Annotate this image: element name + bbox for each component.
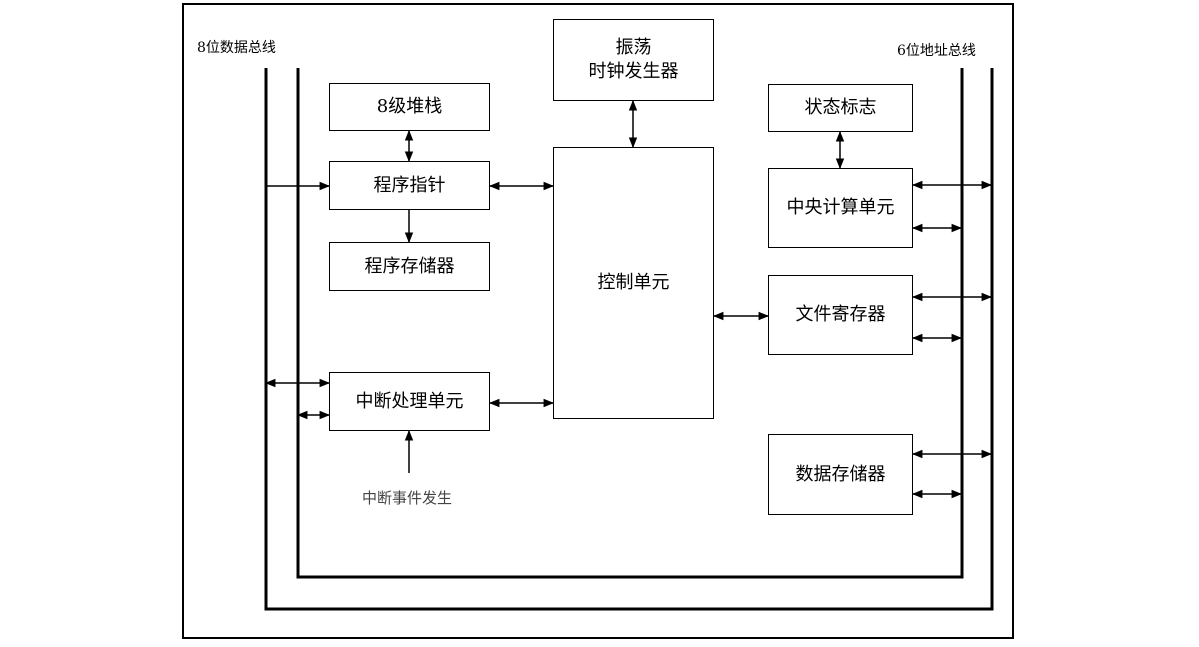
program-counter-label: 程序指针 — [373, 174, 446, 196]
data-memory-block: 数据存储器 — [768, 434, 913, 515]
program-memory-block: 程序存储器 — [329, 242, 490, 291]
oscillator-block: 振荡 时钟发生器 — [553, 19, 714, 101]
oscillator-label-line2: 时钟发生器 — [588, 61, 679, 82]
data-bus — [264, 68, 994, 611]
interrupt-unit-block: 中断处理单元 — [329, 372, 490, 431]
file-register-label: 文件寄存器 — [795, 304, 886, 325]
stack-block: 8级堆栈 — [329, 83, 490, 131]
control-unit-label: 控制单元 — [597, 272, 670, 293]
address-bus-label: 6位地址总线 — [897, 43, 976, 59]
stack-label: 8级堆栈 — [376, 96, 443, 117]
status-flags-block: 状态标志 — [768, 84, 913, 132]
interrupt-unit-label: 中断处理单元 — [355, 390, 464, 412]
control-unit-block: 控制单元 — [553, 147, 714, 419]
cpu-label: 中央计算单元 — [786, 197, 895, 218]
status-flags-label: 状态标志 — [804, 97, 877, 118]
cpu-block: 中央计算单元 — [768, 168, 913, 248]
interrupt-event-label: 中断事件发生 — [362, 489, 453, 507]
data-memory-label: 数据存储器 — [795, 463, 886, 485]
file-register-block: 文件寄存器 — [768, 275, 913, 355]
oscillator-label-line1: 振荡 — [615, 37, 652, 58]
data-bus-label: 8位数据总线 — [197, 40, 276, 56]
program-memory-label: 程序存储器 — [364, 255, 455, 277]
diagram-frame — [182, 3, 1014, 639]
data-bus-outer-line — [264, 68, 994, 611]
program-counter-block: 程序指针 — [329, 161, 490, 210]
data-bus-inner-line — [296, 68, 964, 579]
